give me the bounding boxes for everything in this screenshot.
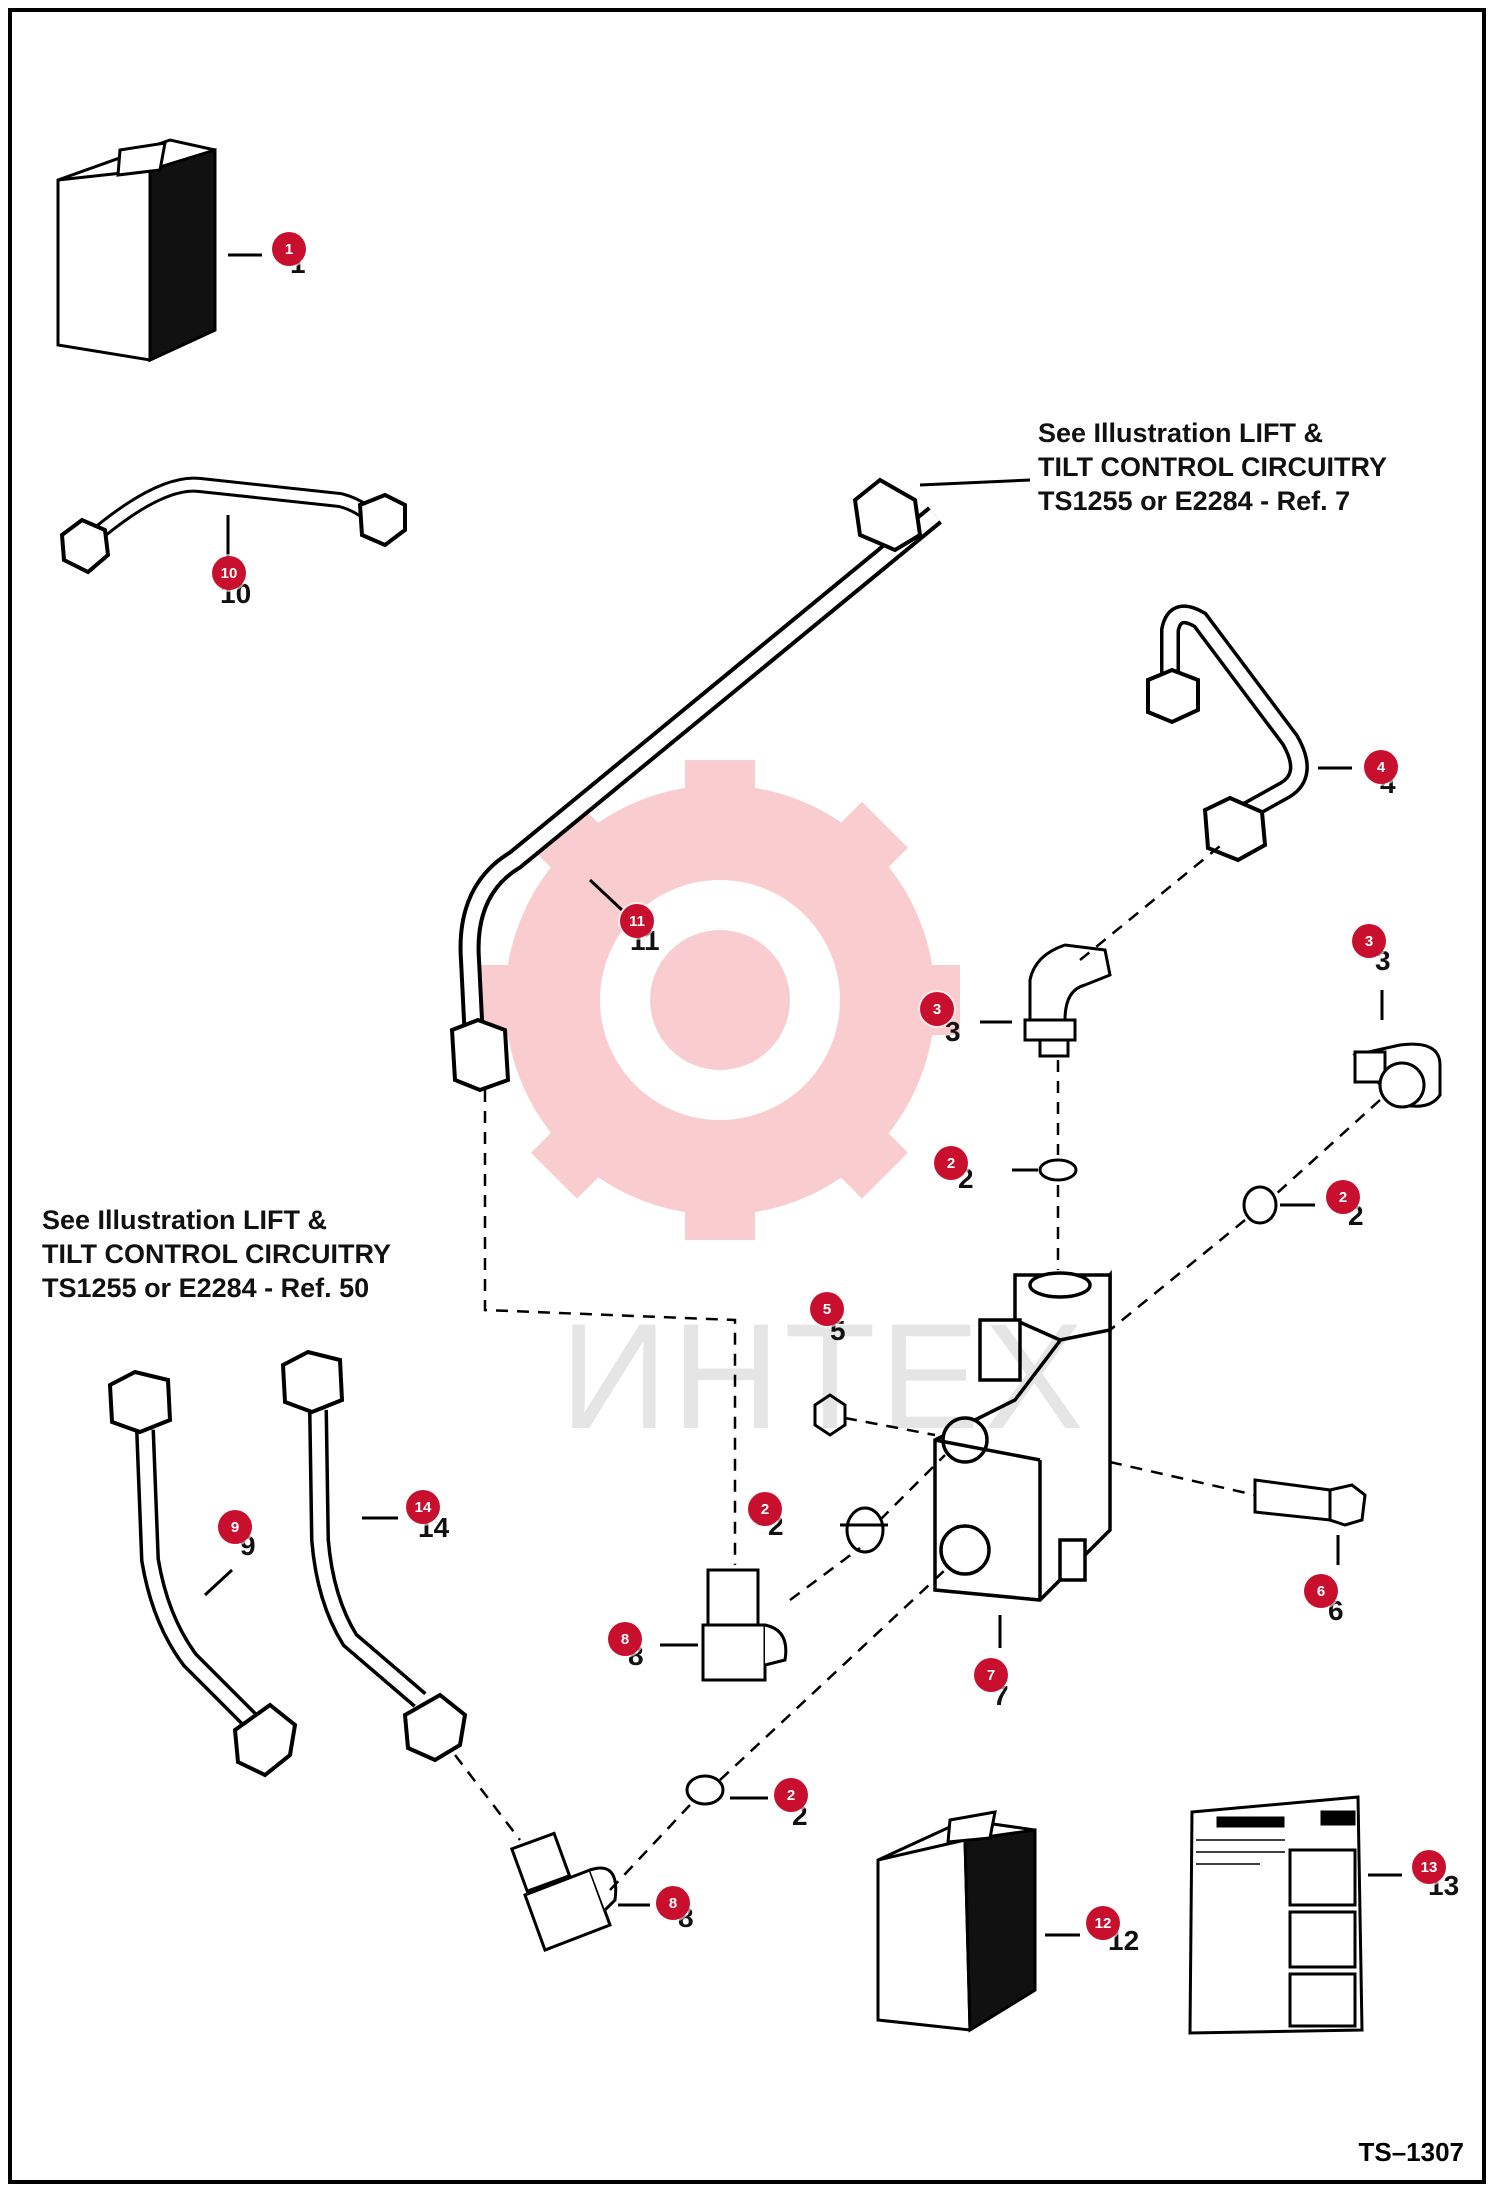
item-6-bolt xyxy=(1253,1478,1367,1527)
item-3-elbow-right xyxy=(1352,1042,1442,1109)
callout-badge-13[interactable]: 13 xyxy=(1412,1850,1446,1884)
item-8-fitting-upper xyxy=(701,1568,788,1682)
item-8-fitting-lower xyxy=(509,1831,618,1952)
ref-number-3-center: 3 xyxy=(945,1016,961,1047)
callout-badge-2-b[interactable]: 2 xyxy=(1326,1180,1360,1214)
callout-badge-3-center[interactable]: 3 xyxy=(920,992,954,1026)
item-1-box xyxy=(56,138,217,363)
note-ref-50: See Illustration LIFT & TILT CONTROL CIR… xyxy=(42,1205,391,1303)
callout-badge-8-lower[interactable]: 8 xyxy=(656,1886,690,1920)
callout-badge-2-a[interactable]: 2 xyxy=(934,1146,968,1180)
item-4-tube xyxy=(1146,604,1352,863)
callout-badge-2-d[interactable]: 2 xyxy=(774,1778,808,1812)
callout-badge-10[interactable]: 10 xyxy=(212,556,246,590)
item-12-box xyxy=(876,1810,1037,2033)
callout-badge-7[interactable]: 7 xyxy=(974,1658,1008,1692)
callout-badge-6[interactable]: 6 xyxy=(1304,1574,1338,1608)
item-3-elbow-center xyxy=(1023,943,1112,1058)
item-2-oring-d xyxy=(685,1774,725,1806)
callout-badge-1[interactable]: 1 xyxy=(272,232,306,266)
callout-badge-2-c[interactable]: 2 xyxy=(748,1492,782,1526)
callout-badge-12[interactable]: 12 xyxy=(1086,1906,1120,1940)
callout-badge-4[interactable]: 4 xyxy=(1364,750,1398,784)
watermark-gear-icon xyxy=(480,760,960,1240)
callout-badge-14[interactable]: 14 xyxy=(406,1490,440,1524)
item-14-hose xyxy=(280,1349,468,1763)
item-2-oring-a xyxy=(1038,1158,1078,1182)
item-13-instructions-sheet xyxy=(1188,1795,1364,2035)
item-7-valve xyxy=(933,1269,1112,1602)
note-ref-7: See Illustration LIFT & TILT CONTROL CIR… xyxy=(1038,418,1387,516)
item-9-hose xyxy=(107,1369,298,1778)
item-11-tube xyxy=(449,477,942,1093)
callout-badge-3-right[interactable]: 3 xyxy=(1352,924,1386,958)
callout-badge-9[interactable]: 9 xyxy=(218,1510,252,1544)
callout-badge-5[interactable]: 5 xyxy=(810,1292,844,1326)
document-id: TS–1307 xyxy=(1358,2137,1464,2167)
item-2-oring-c xyxy=(845,1506,885,1554)
callout-badge-11[interactable]: 11 xyxy=(620,904,654,938)
item-5-nut xyxy=(813,1393,847,1437)
item-2-oring-b xyxy=(1242,1185,1278,1225)
drawing-frame xyxy=(8,8,1486,2184)
callout-badge-8-upper[interactable]: 8 xyxy=(608,1622,642,1656)
